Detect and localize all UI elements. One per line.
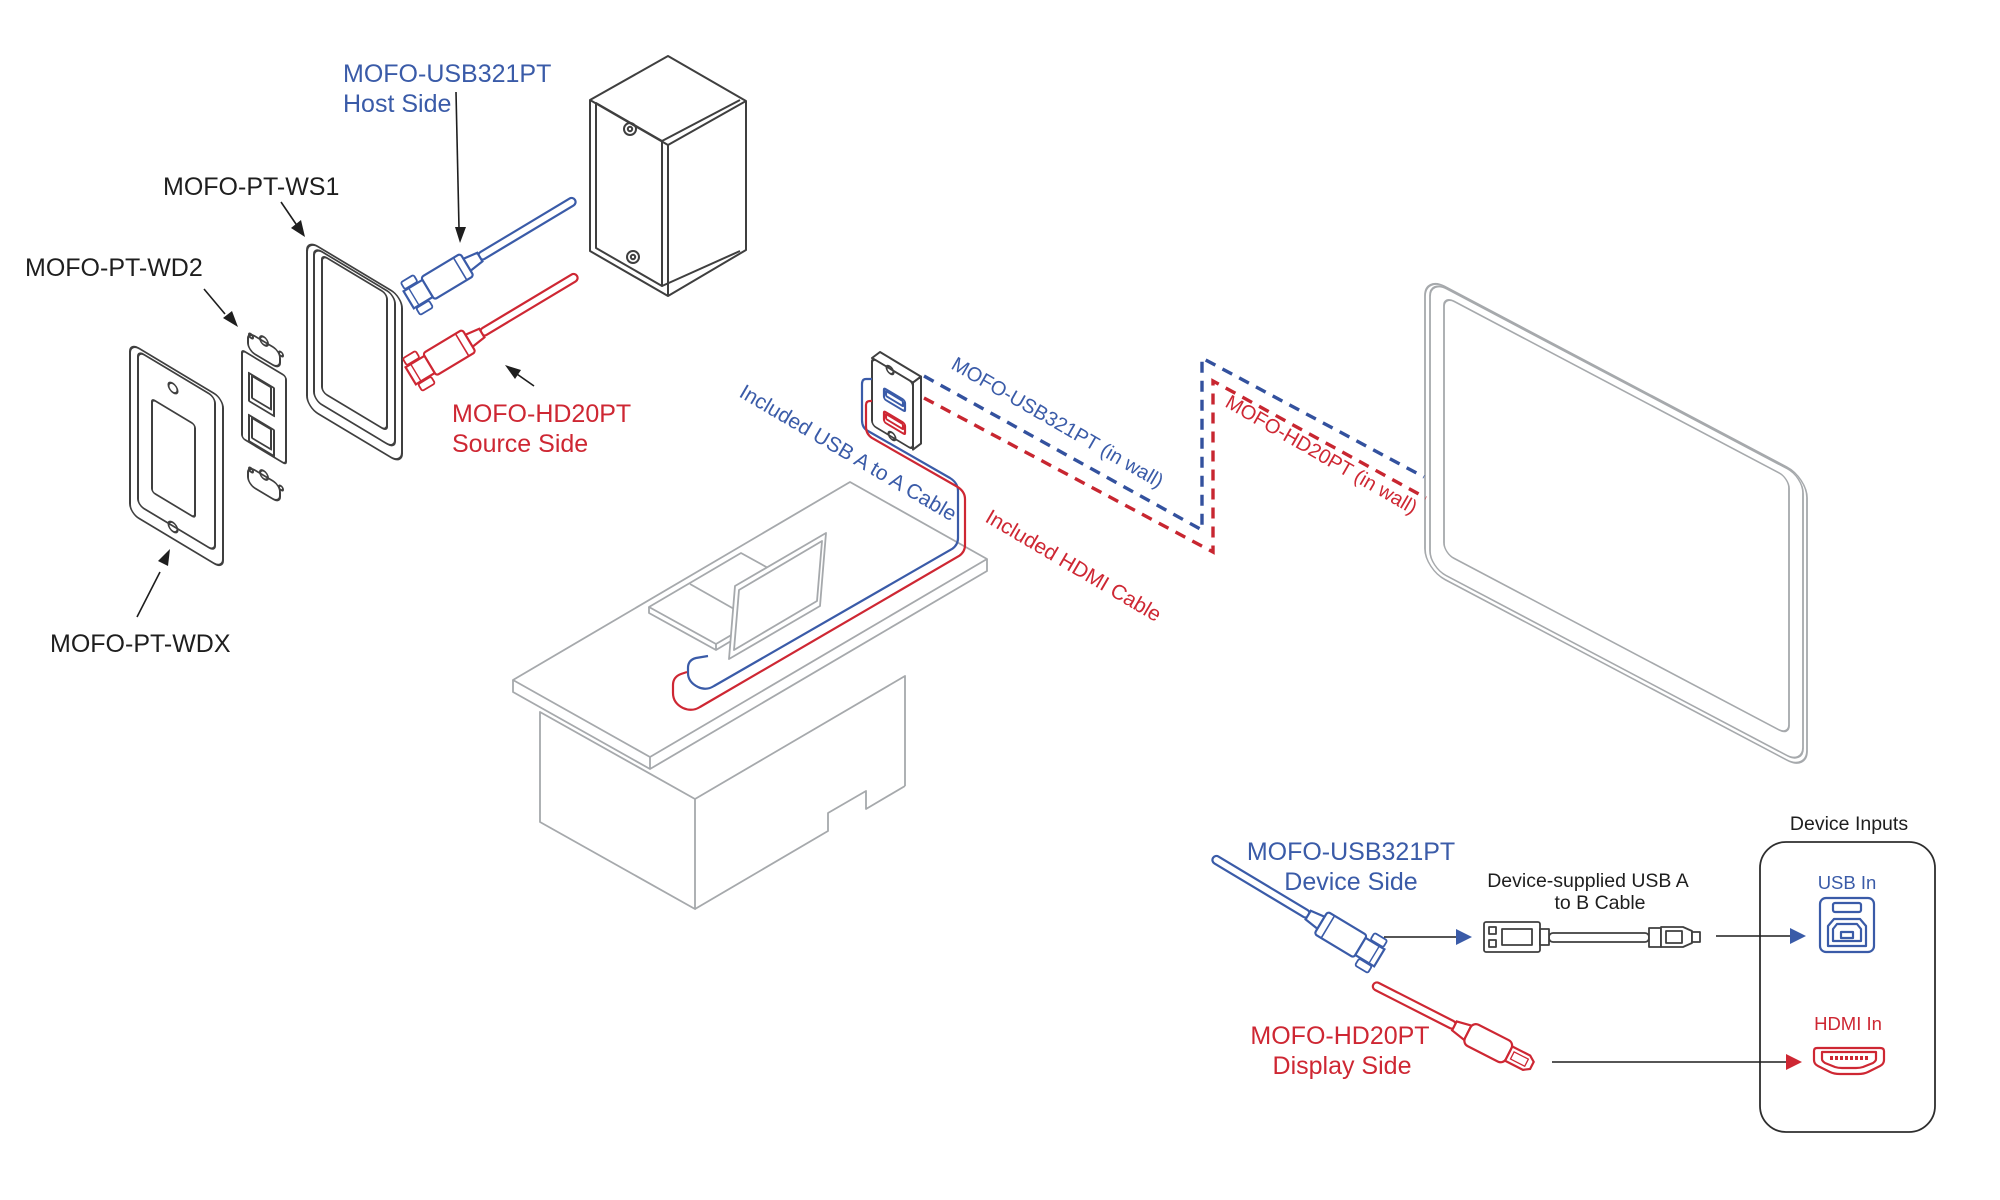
device-inputs-border [1759,841,1936,1133]
usb-flow-arrow-1 [1384,929,1472,945]
usb-in-label: USB In [1818,872,1877,893]
display-outer-bezel [1424,282,1808,764]
wdx-screw-bottom [167,520,179,534]
usb-ab-cable-label-line2: to B Cable [1554,892,1645,914]
desk-right-face-bottom [694,785,906,910]
usb-b-port-icon [1818,896,1876,954]
laptop-screen-inner [733,540,823,651]
wd2-label-arrow [203,288,238,327]
wall-outlet-drawing [871,351,922,451]
junction-box-screw-boss-top [623,122,637,136]
hdmi-in-label: HDMI In [1814,1013,1882,1034]
usb-flow-arrow-2 [1716,928,1806,944]
usb-a-to-b-cable-drawing [1483,921,1701,953]
outlet-hdmi-port [882,410,907,436]
insert-label: MOFO-PT-WD2 [25,254,203,282]
laptop-drawing [648,532,827,660]
display-bezel [1429,285,1804,759]
wd2-opening-bottom [248,413,275,458]
outlet-usb-port [882,387,907,413]
hdmi-port-icon [1812,1046,1886,1076]
usb-cable-ferrite [1648,927,1662,948]
junction-box-drawing [589,55,747,297]
source-side-label-line2: Source Side [452,430,588,458]
wdx-screw-top [167,381,179,395]
usb-host-connector-drawing [397,182,586,318]
outlet-screw-bottom [887,430,897,442]
desk-right-face-top [694,675,906,800]
display-drawing [1424,282,1808,764]
hdmi-flow-arrow [1552,1054,1802,1070]
host-side-label-line2: Host Side [343,90,451,118]
desk-top-edge [512,559,988,770]
wd2-opening-top [248,371,275,418]
host-side-label-line1: MOFO-USB321PT [343,60,551,88]
usb-in-wall-label: MOFO-USB321PT (in wall) [948,353,1168,492]
usb-ab-cable-label-line1: Device-supplied USB A [1487,870,1689,892]
frame-label: MOFO-PT-WS1 [163,173,339,201]
junction-box-interior-edges [661,99,741,287]
laptop-screen [728,532,827,660]
wallplate-label: MOFO-PT-WDX [50,630,231,658]
wdx-outer [129,345,224,567]
device-side-label-line2: Device Side [1284,868,1417,896]
usb-a-cable-path [686,377,960,690]
outlet-screw-top [885,364,895,376]
device-inputs-label: Device Inputs [1790,813,1908,835]
wdx-label-arrow [136,549,170,618]
hdmi-in-wall-label: MOFO-HD20PT (in wall) [1222,391,1421,519]
wd2-body [241,350,287,465]
ws1-mid [313,249,396,447]
wdx-opening [151,399,196,518]
hdmi-cable-path [671,399,967,711]
ws1-opening [321,256,388,430]
insert-wd2-drawing [241,332,287,502]
host-label-arrow [455,91,466,243]
wd2-tab-top [247,333,281,368]
frame-ws1-drawing [306,243,403,461]
display-side-label-line1: MOFO-HD20PT [1250,1022,1429,1050]
display-screen [1443,298,1790,733]
device-side-label-line1: MOFO-USB321PT [1247,838,1455,866]
wd2-tab-bottom [247,467,281,502]
ws1-label-arrow [280,201,305,237]
included-hdmi-cable-label: Included HDMI Cable [981,505,1165,626]
junction-box-screw-boss-bottom [626,250,640,264]
ws1-outer [306,243,403,461]
source-label-arrow [505,365,535,387]
usb-in-wall-dashed-path [923,355,1425,533]
source-side-label-line1: MOFO-HD20PT [452,400,631,428]
display-side-label-line2: Display Side [1273,1052,1412,1080]
desk-drawing [512,481,988,910]
wallplate-wdx-drawing [129,345,224,567]
device-inputs-panel [1759,841,1936,1133]
